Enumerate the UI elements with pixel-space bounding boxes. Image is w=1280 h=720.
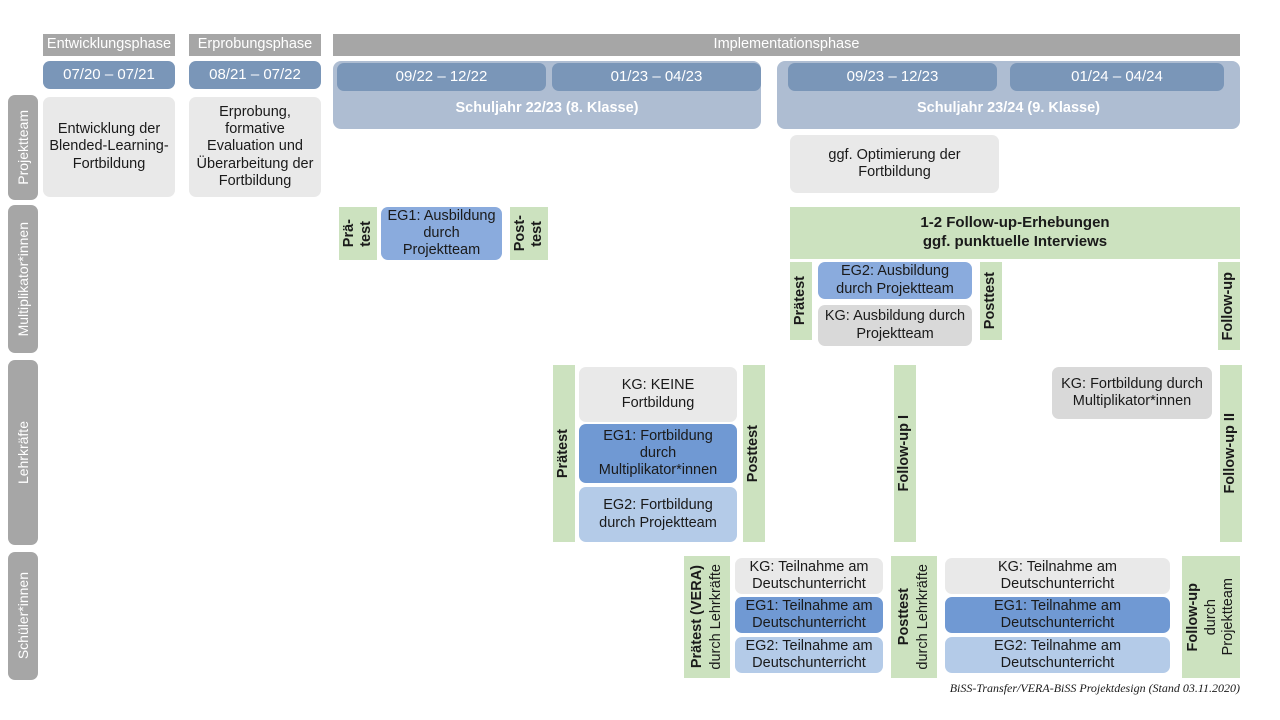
period-pill-0124-0424: 01/24 – 04/24: [1010, 63, 1224, 91]
praetest-label: Prätest: [555, 428, 572, 479]
footer-caption: BiSS-Transfer/VERA-BiSS Projektdesign (S…: [949, 681, 1240, 695]
praetest-vera-column-schueler: Prätest (VERA) durch Lehrkräfte: [684, 556, 730, 678]
posttest-sublabel: durch Lehrkräfte: [914, 564, 931, 670]
followup-band-line1: 1-2 Follow-up-Erhebungen: [920, 214, 1110, 232]
period-pill-0720-0721: 07/20 – 07/21: [43, 61, 175, 89]
phase-header-implementation: Implementationsphase: [333, 34, 1240, 56]
posttest-label-line2: test: [528, 220, 545, 247]
task-eg2-ausbildung-projektteam: EG2: Ausbildung durch Projektteam: [818, 262, 972, 299]
followup-column-multiplikator: Follow-up: [1218, 262, 1240, 350]
task-kg-ausbildung-projektteam: KG: Ausbildung durch Projektteam: [818, 305, 972, 346]
praetest-label-line1: Prä-: [340, 219, 357, 248]
task-kg-teilnahme-1: KG: Teilnahme am Deutschunterricht: [735, 558, 883, 594]
followup-band-line2: ggf. punktuelle Interviews: [922, 233, 1108, 250]
posttest-column-schueler: Posttest durch Lehrkräfte: [891, 556, 937, 678]
sidebar-item-schuelerinnen[interactable]: Schüler*innen: [8, 552, 38, 680]
sidebar-item-label: Lehrkräfte: [15, 420, 31, 485]
period-pill-0821-0722: 08/21 – 07/22: [189, 61, 321, 89]
followup-2-label: Follow-up II: [1222, 413, 1239, 494]
followup-label: Follow-up: [1220, 271, 1237, 341]
followup-column-schueler: Follow-up durch Projektteam: [1182, 556, 1240, 678]
task-eg2-teilnahme-1: EG2: Teilnahme am Deutschunterricht: [735, 637, 883, 673]
task-kg-fortbildung-multiplikator: KG: Fortbildung durch Multiplikator*inne…: [1052, 367, 1212, 419]
task-eg1-fortbildung-multiplikator: EG1: Fortbildung durch Multiplikator*inn…: [579, 424, 737, 483]
posttest-label: Posttest: [982, 272, 999, 330]
phase-header-erprobung: Erprobungsphase: [189, 34, 321, 56]
school-year-label-2223: Schuljahr 22/23 (8. Klasse): [455, 100, 639, 117]
task-kg-keine-fortbildung: KG: KEINE Fortbildung: [579, 367, 737, 422]
praetest-column-lehrkraefte: Prätest: [553, 365, 575, 542]
followup-sublabel-2: Projektteam: [1220, 578, 1237, 656]
sidebar-item-label: Schüler*innen: [15, 572, 31, 660]
sidebar-item-projektteam[interactable]: Projektteam: [8, 95, 38, 200]
task-eg2-teilnahme-2: EG2: Teilnahme am Deutschunterricht: [945, 637, 1170, 673]
task-erprobung-evaluation: Erprobung, formative Evaluation und Über…: [189, 97, 321, 197]
task-optimierung-fortbildung: ggf. Optimierung der Fortbildung: [790, 135, 999, 193]
posttest-column-lehrkraefte: Posttest: [743, 365, 765, 542]
sidebar-item-label: Projektteam: [15, 110, 31, 185]
period-pill-0123-0423: 01/23 – 04/23: [552, 63, 761, 91]
task-eg1-ausbildung-projektteam: EG1: Ausbildung durch Projektteam: [381, 207, 502, 260]
praetest-column-multiplikator-1: Prä- test: [339, 207, 377, 260]
posttest-label-line1: Post-: [511, 215, 528, 252]
followup-1-label: Follow-up I: [896, 415, 913, 492]
task-eg1-teilnahme-2: EG1: Teilnahme am Deutschunterricht: [945, 597, 1170, 633]
period-pill-0923-1223: 09/23 – 12/23: [788, 63, 997, 91]
posttest-label: Posttest: [745, 424, 762, 483]
praetest-label: Prätest: [792, 276, 809, 326]
posttest-column-multiplikator-2: Posttest: [980, 262, 1002, 340]
praetest-vera-sublabel: durch Lehrkräfte: [707, 564, 724, 670]
posttest-column-multiplikator-1: Post- test: [510, 207, 548, 260]
sidebar-item-label: Multiplikator*innen: [15, 221, 31, 337]
phase-header-entwicklung: Entwicklungsphase: [43, 34, 175, 56]
task-kg-teilnahme-2: KG: Teilnahme am Deutschunterricht: [945, 558, 1170, 594]
followup-sublabel-1: durch: [1203, 598, 1220, 636]
school-year-label-2324: Schuljahr 23/24 (9. Klasse): [917, 100, 1100, 117]
sidebar-item-multiplikatorinnen[interactable]: Multiplikator*innen: [8, 205, 38, 353]
followup-erhebungen-band: 1-2 Follow-up-Erhebungen ggf. punktuelle…: [790, 207, 1240, 259]
followup-label: Follow-up: [1184, 582, 1201, 652]
task-eg1-teilnahme-1: EG1: Teilnahme am Deutschunterricht: [735, 597, 883, 633]
task-entwicklung-fortbildung: Entwicklung der Blended-Learning-Fortbil…: [43, 97, 175, 197]
period-pill-0922-1222: 09/22 – 12/22: [337, 63, 546, 91]
praetest-vera-label: Prätest (VERA): [689, 565, 706, 669]
sidebar-item-lehrkraefte[interactable]: Lehrkräfte: [8, 360, 38, 545]
posttest-label: Posttest: [896, 588, 913, 646]
praetest-column-multiplikator-2: Prätest: [790, 262, 812, 340]
followup-1-column-lehrkraefte: Follow-up I: [894, 365, 916, 542]
followup-2-column-lehrkraefte: Follow-up II: [1220, 365, 1242, 542]
task-eg2-fortbildung-projektteam: EG2: Fortbildung durch Projektteam: [579, 487, 737, 542]
praetest-label-line2: test: [357, 220, 374, 247]
